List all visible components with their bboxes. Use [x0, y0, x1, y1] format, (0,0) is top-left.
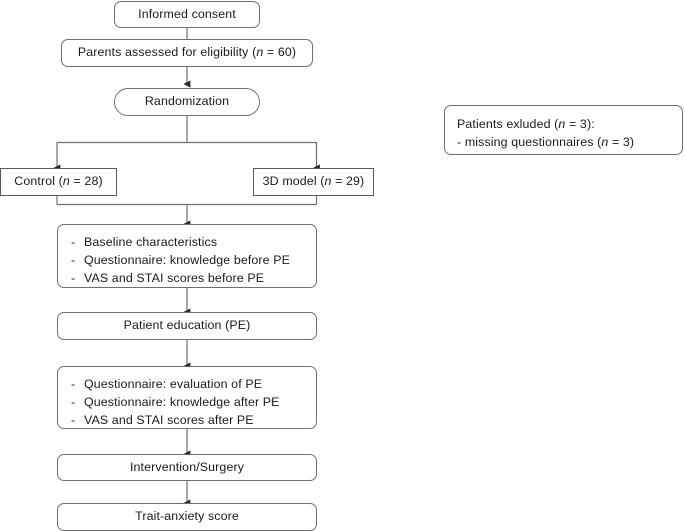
node-eligibility[interactable]: Parents assessed for eligibility (n = 60… — [61, 39, 313, 67]
excluded-line2-var: n — [601, 134, 609, 149]
control-suffix: = 28) — [69, 174, 103, 189]
dash-bullet-icon: - — [71, 376, 76, 391]
control-var: n — [62, 174, 70, 189]
model3d-suffix: = 29) — [331, 174, 365, 189]
dash-bullet-icon: - — [71, 234, 76, 249]
node-patients-excluded[interactable]: Patients exluded (n = 3): - missing ques… — [444, 105, 683, 155]
node-informed-consent-label: Informed consent — [138, 6, 236, 21]
dash-bullet-icon: - — [71, 412, 76, 427]
excluded-line1-var: n — [558, 116, 566, 131]
node-randomization-label: Randomization — [144, 94, 230, 109]
excluded-line-2: - missing questionnaires (n = 3) — [457, 133, 670, 151]
node-randomization[interactable]: Randomization — [114, 88, 260, 116]
list-item-label: VAS and STAI scores before PE — [84, 270, 265, 285]
list-item-label: Questionnaire: knowledge before PE — [84, 252, 291, 267]
node-intervention-surgery[interactable]: Intervention/Surgery — [57, 454, 317, 481]
list-item-label: Baseline characteristics — [84, 234, 218, 249]
list-item: - VAS and STAI scores after PE — [58, 411, 316, 429]
node-patient-education-label: Patient education (PE) — [123, 318, 251, 333]
list-item: - Questionnaire: knowledge before PE — [58, 251, 316, 269]
list-item: - VAS and STAI scores before PE — [58, 269, 316, 287]
list-item: - Questionnaire: knowledge after PE — [58, 393, 316, 411]
node-trait-anxiety-score-label: Trait-anxiety score — [135, 509, 239, 524]
eligibility-suffix: = 60) — [263, 45, 297, 60]
node-intervention-surgery-label: Intervention/Surgery — [129, 459, 245, 474]
model3d-var: n — [324, 174, 332, 189]
list-item-label: Questionnaire: knowledge after PE — [84, 394, 280, 409]
dash-bullet-icon: - — [71, 252, 76, 267]
list-item: - Baseline characteristics — [58, 233, 316, 251]
node-control[interactable]: Control (n = 28) — [0, 168, 117, 196]
eligibility-prefix: Parents assessed for eligibility ( — [77, 45, 257, 60]
node-post-pe-assessments[interactable]: - Questionnaire: evaluation of PE - Ques… — [57, 366, 317, 429]
list-item-label: Questionnaire: evaluation of PE — [84, 376, 263, 391]
excluded-line2-prefix: - missing questionnaires ( — [457, 134, 602, 149]
control-prefix: Control ( — [14, 174, 63, 189]
dash-bullet-icon: - — [71, 270, 76, 285]
node-control-label: Control (n = 28) — [14, 175, 102, 188]
node-eligibility-label: Parents assessed for eligibility (n = 60… — [78, 46, 296, 59]
excluded-line1-suffix: = 3): — [565, 116, 595, 131]
node-trait-anxiety-score[interactable]: Trait-anxiety score — [57, 503, 317, 531]
node-informed-consent[interactable]: Informed consent — [114, 1, 260, 28]
node-patient-education[interactable]: Patient education (PE) — [57, 312, 317, 340]
list-item: - Questionnaire: evaluation of PE — [58, 375, 316, 393]
node-baseline-assessments[interactable]: - Baseline characteristics - Questionnai… — [57, 224, 317, 288]
eligibility-var: n — [256, 45, 264, 60]
node-3d-model[interactable]: 3D model (n = 29) — [253, 168, 374, 196]
excluded-line1-prefix: Patients exluded ( — [457, 116, 559, 131]
model3d-prefix: 3D model ( — [262, 174, 325, 189]
list-item-label: VAS and STAI scores after PE — [84, 412, 254, 427]
dash-bullet-icon: - — [71, 394, 76, 409]
node-3d-model-label: 3D model (n = 29) — [263, 175, 365, 188]
excluded-line2-suffix: = 3) — [608, 134, 635, 149]
excluded-line-1: Patients exluded (n = 3): — [457, 115, 670, 133]
